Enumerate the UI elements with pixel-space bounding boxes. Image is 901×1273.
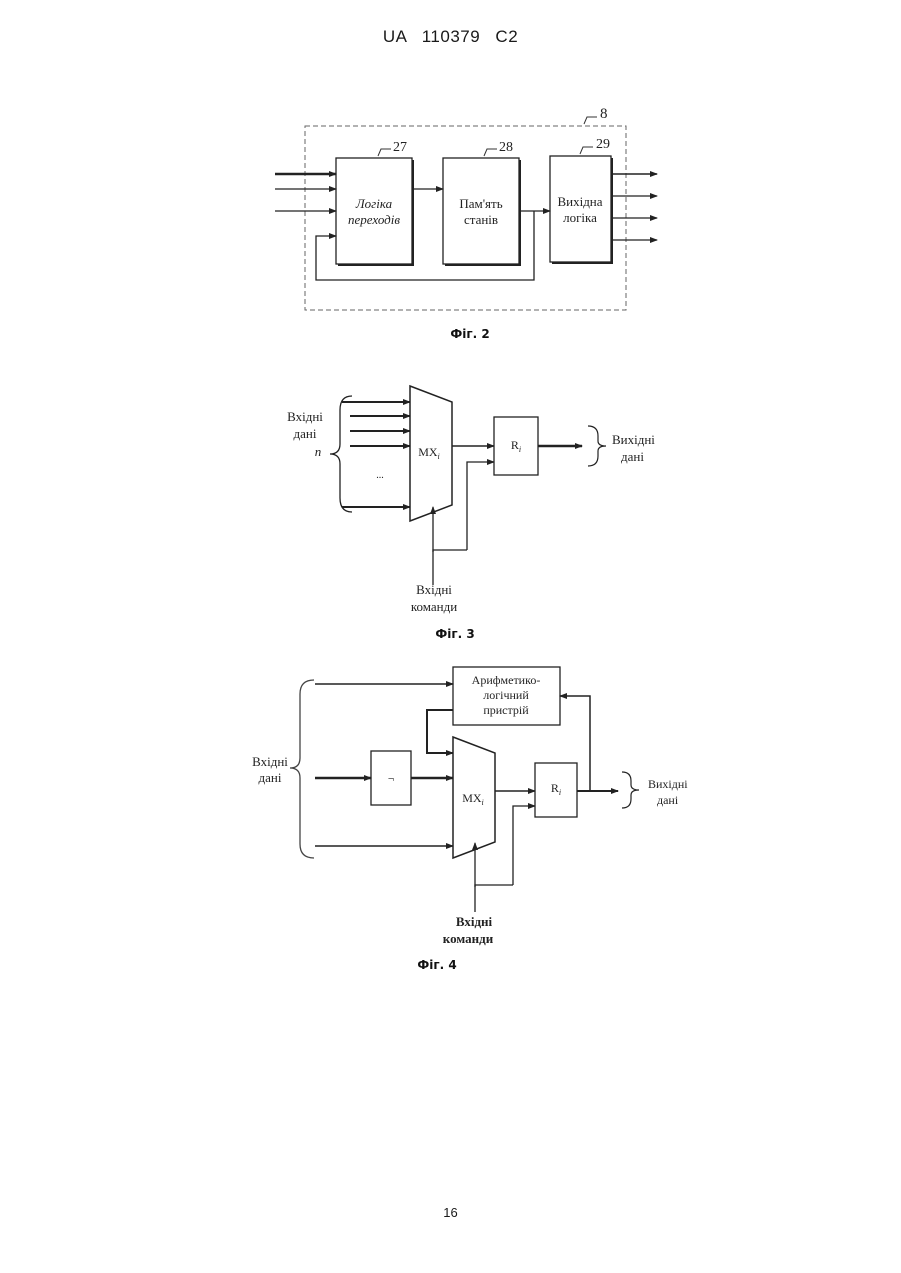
fig3-input-label-1: Вхідні bbox=[287, 409, 323, 424]
figure-4-diagram: Вхідні дані Арифметико- логічний пристрі… bbox=[0, 660, 901, 985]
fig3-command-to-mux bbox=[433, 550, 467, 585]
figure-4-caption: Фіг. 4 bbox=[417, 958, 456, 972]
fig4-mux-label: MXi bbox=[462, 791, 484, 807]
figure-2-caption: Фіг. 2 bbox=[450, 327, 489, 341]
container-ref-label: 8 bbox=[600, 106, 608, 122]
fig3-command-to-reg bbox=[467, 462, 494, 550]
transition-logic-label-1: Логіка bbox=[355, 196, 393, 211]
fig3-input-label-2: дані bbox=[294, 426, 317, 441]
transition-logic-block bbox=[336, 158, 412, 264]
output-logic-label-1: Вихідна bbox=[557, 194, 602, 209]
output-logic-block bbox=[550, 156, 611, 262]
fig3-input-brace bbox=[330, 396, 352, 512]
output-logic-label-2: логіка bbox=[563, 210, 597, 225]
fig3-output-label-1: Вихідні bbox=[612, 432, 655, 447]
patent-header: UA 110379 C2 bbox=[0, 27, 901, 47]
fig3-mux-label: MXi bbox=[418, 445, 440, 461]
page-number: 16 bbox=[0, 1205, 901, 1220]
fig4-command-line bbox=[475, 885, 513, 912]
fig4-input-label-1: Вхідні bbox=[252, 754, 288, 769]
fig3-input-count: n bbox=[315, 444, 322, 459]
transition-logic-label-2: переходів bbox=[348, 212, 400, 227]
fig4-output-brace bbox=[622, 772, 639, 808]
figure-2-diagram: 8 Логіка переходів 27 Пам'ять станів 28 … bbox=[0, 100, 901, 350]
state-memory-block bbox=[443, 158, 519, 264]
fig4-alu-to-mux bbox=[427, 710, 453, 753]
fig3-ellipsis: ... bbox=[376, 470, 384, 481]
fig4-output-label-1: Вихідні bbox=[648, 777, 688, 791]
fig4-alu-label-1: Арифметико- bbox=[472, 673, 541, 687]
fig3-output-brace bbox=[588, 426, 606, 466]
fig4-not-symbol: ¬ bbox=[388, 773, 394, 785]
fig4-alu-label-2: логічний bbox=[483, 688, 529, 702]
fig3-output-label-2: дані bbox=[621, 449, 644, 464]
fig4-alu-label-3: пристрій bbox=[483, 703, 529, 717]
fig3-command-label-1: Вхідні bbox=[416, 582, 452, 597]
figure-3-diagram: Вхідні дані n ... MXi Ri Вихідні дані Вх… bbox=[0, 375, 901, 650]
fig4-input-brace bbox=[290, 680, 314, 858]
block-28-ref: 28 bbox=[499, 140, 513, 155]
fig4-command-label-2: команди bbox=[443, 931, 494, 946]
block-29-ref: 29 bbox=[596, 137, 610, 152]
fig3-command-label-2: команди bbox=[411, 599, 457, 614]
figure-3-caption: Фіг. 3 bbox=[435, 627, 474, 641]
fig4-input-label-2: дані bbox=[259, 770, 282, 785]
fig4-command-label-1: Вхідні bbox=[456, 914, 493, 929]
state-memory-label-2: станів bbox=[464, 212, 498, 227]
fig4-output-label-2: дані bbox=[657, 793, 679, 807]
block-27-ref: 27 bbox=[393, 140, 407, 155]
state-memory-label-1: Пам'ять bbox=[459, 196, 502, 211]
fig4-command-to-reg bbox=[513, 806, 535, 885]
